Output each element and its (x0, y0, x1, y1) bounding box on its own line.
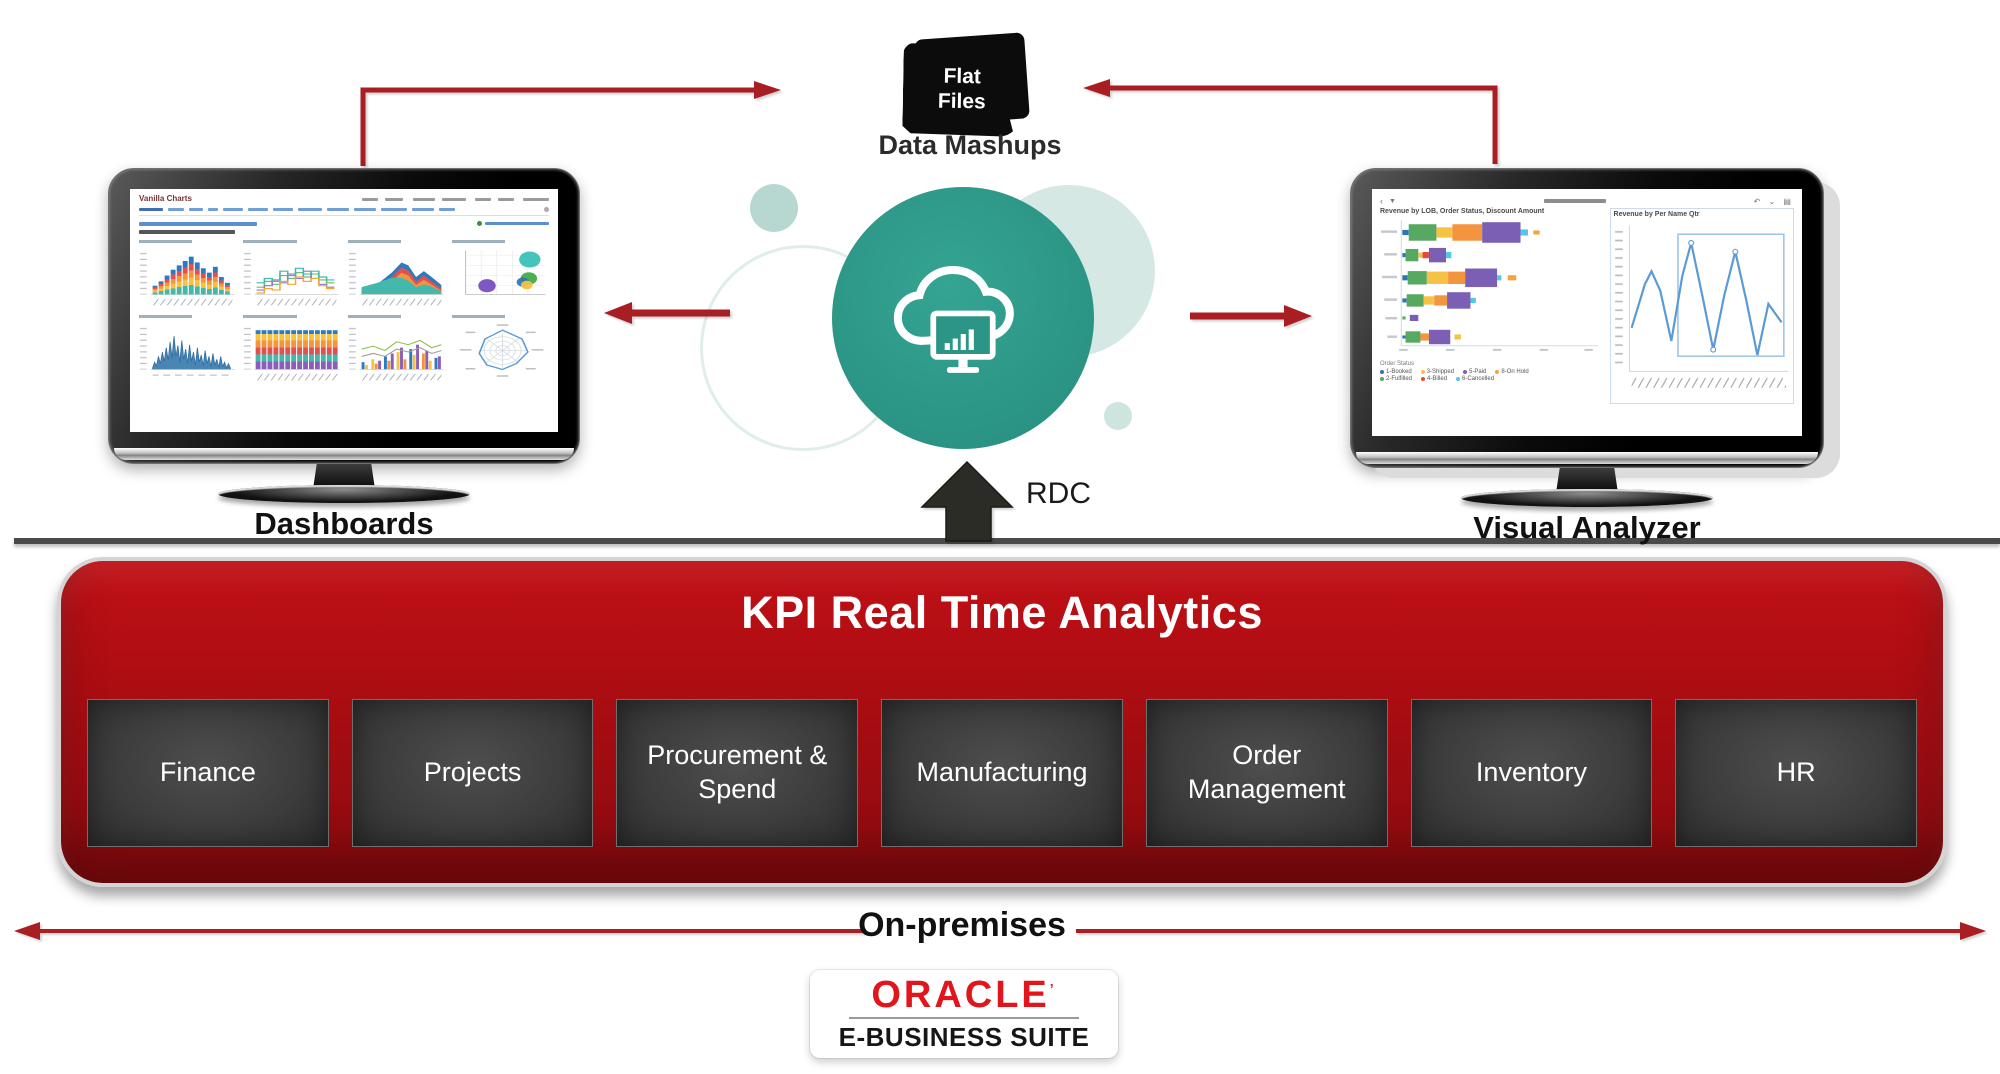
kpi-modules-row: Finance Projects Procurement & Spend Man… (87, 699, 1918, 847)
va-line-chart-title: Revenue by Per Name Qtr (1613, 211, 1700, 218)
flat-files-line2: Files (937, 89, 986, 114)
mini-bubble-chart (451, 239, 549, 309)
deco-circle-small-left (750, 184, 798, 232)
va-bar-panel: Revenue by LOB, Order Status, Discount A… (1380, 208, 1604, 404)
module-inventory: Inventory (1410, 699, 1653, 847)
bi-section-link (139, 221, 257, 226)
dashboards-monitor-neck (313, 464, 375, 489)
va-legend: Order Status 1-Booked 3-Shipped 5-Paid 8… (1380, 361, 1604, 382)
visual-analyzer-screen: ‹ ▼ ↶ ⌄ ▤ Revenue by LOB, Order Status, … (1372, 189, 1802, 436)
deco-circle-small-bottom (1104, 402, 1132, 430)
visual-analyzer-label: Visual Analyzer (1473, 510, 1701, 545)
flat-files-front-page: Flat Files (902, 43, 1022, 137)
kpi-real-time-analytics-box: KPI Real Time Analytics Finance Projects… (57, 557, 1947, 887)
mini-timeseries-chart (139, 314, 236, 384)
arrow-dashboards-to-flatfiles (360, 87, 754, 166)
visual-analyzer-monitor-base (1461, 489, 1713, 507)
on-premises-label: On-premises (858, 906, 1066, 944)
bi-nav-links (356, 194, 549, 203)
oracle-logo: ORACLE’ (871, 973, 1057, 1016)
module-order-management: Order Management (1145, 699, 1388, 847)
mini-percent-stacked-bar-chart (243, 314, 340, 384)
module-hr: HR (1675, 699, 1918, 847)
mini-stacked-area-chart (347, 239, 445, 309)
legend-item: 5-Paid (1463, 369, 1486, 375)
legend-item: 8-On Hold (1495, 369, 1529, 375)
va-line-panel: Revenue by Per Name Qtr (1609, 208, 1794, 404)
bi-return-link (477, 221, 549, 226)
bi-dashboard-title: Vanilla Charts (139, 194, 192, 203)
legend-item: 3-Shipped (1420, 369, 1454, 375)
mini-radar-chart (451, 314, 549, 384)
arrow-analyzer-to-flatfiles (1110, 85, 1498, 164)
bi-chart-grid (139, 239, 549, 384)
mini-combo-chart (347, 314, 445, 384)
module-manufacturing: Manufacturing (881, 699, 1123, 847)
legend-item: 2-Fulfilled (1380, 376, 1412, 382)
visual-analyzer-monitor: ‹ ▼ ↶ ⌄ ▤ Revenue by LOB, Order Status, … (1350, 168, 1824, 545)
mini-stacked-bar-chart (139, 239, 236, 309)
va-stacked-bar-chart (1381, 220, 1599, 352)
legend-item: 6-Cancelled (1456, 376, 1494, 382)
gear-icon (544, 207, 549, 212)
data-mashups-label: Data Mashups (878, 130, 1062, 160)
va-line-chart (1613, 225, 1788, 390)
dashboards-monitor-chrome (114, 448, 574, 460)
mini-step-line-chart (243, 239, 340, 309)
va-toolbar: ‹ ▼ ↶ ⌄ ▤ (1380, 194, 1794, 208)
oracle-product-label: E-BUSINESS SUITE (838, 1021, 1090, 1052)
legend-item: 1-Booked (1380, 369, 1412, 375)
oracle-ebs-card: ORACLE’ E-BUSINESS SUITE (810, 970, 1118, 1058)
module-finance: Finance (87, 699, 329, 847)
rdc-block-arrow (920, 460, 1014, 542)
va-toolbar-icons: ↶ ⌄ ▤ (1753, 196, 1794, 206)
bi-subheading (139, 230, 235, 234)
oracle-divider (849, 1016, 1079, 1019)
module-projects: Projects (351, 699, 594, 847)
module-procurement-spend: Procurement & Spend (616, 699, 859, 847)
cloud-analytics-icon (893, 265, 1014, 373)
legend-item: 4-Billed (1421, 376, 1447, 382)
va-title-skeleton (1543, 199, 1606, 203)
flat-files-line1: Flat (943, 64, 982, 89)
cloud-circle (832, 187, 1094, 449)
filter-icon: ▼ (1389, 197, 1396, 205)
bi-dashboard-tabs (139, 207, 549, 216)
visual-analyzer-monitor-neck (1556, 468, 1618, 493)
rdc-label: RDC (1026, 477, 1091, 510)
dashboards-label: Dashboards (254, 506, 434, 541)
va-legend-title: Order Status (1380, 361, 1415, 368)
va-bar-chart-title: Revenue by LOB, Order Status, Discount A… (1380, 208, 1545, 215)
dashboards-screen: Vanilla Charts (130, 189, 558, 432)
dashboards-monitor: Vanilla Charts (108, 168, 580, 541)
kpi-title: KPI Real Time Analytics (741, 587, 1263, 638)
dashboards-monitor-base (218, 485, 470, 503)
visual-analyzer-monitor-chrome (1356, 452, 1818, 464)
back-icon: ‹ (1380, 196, 1383, 206)
